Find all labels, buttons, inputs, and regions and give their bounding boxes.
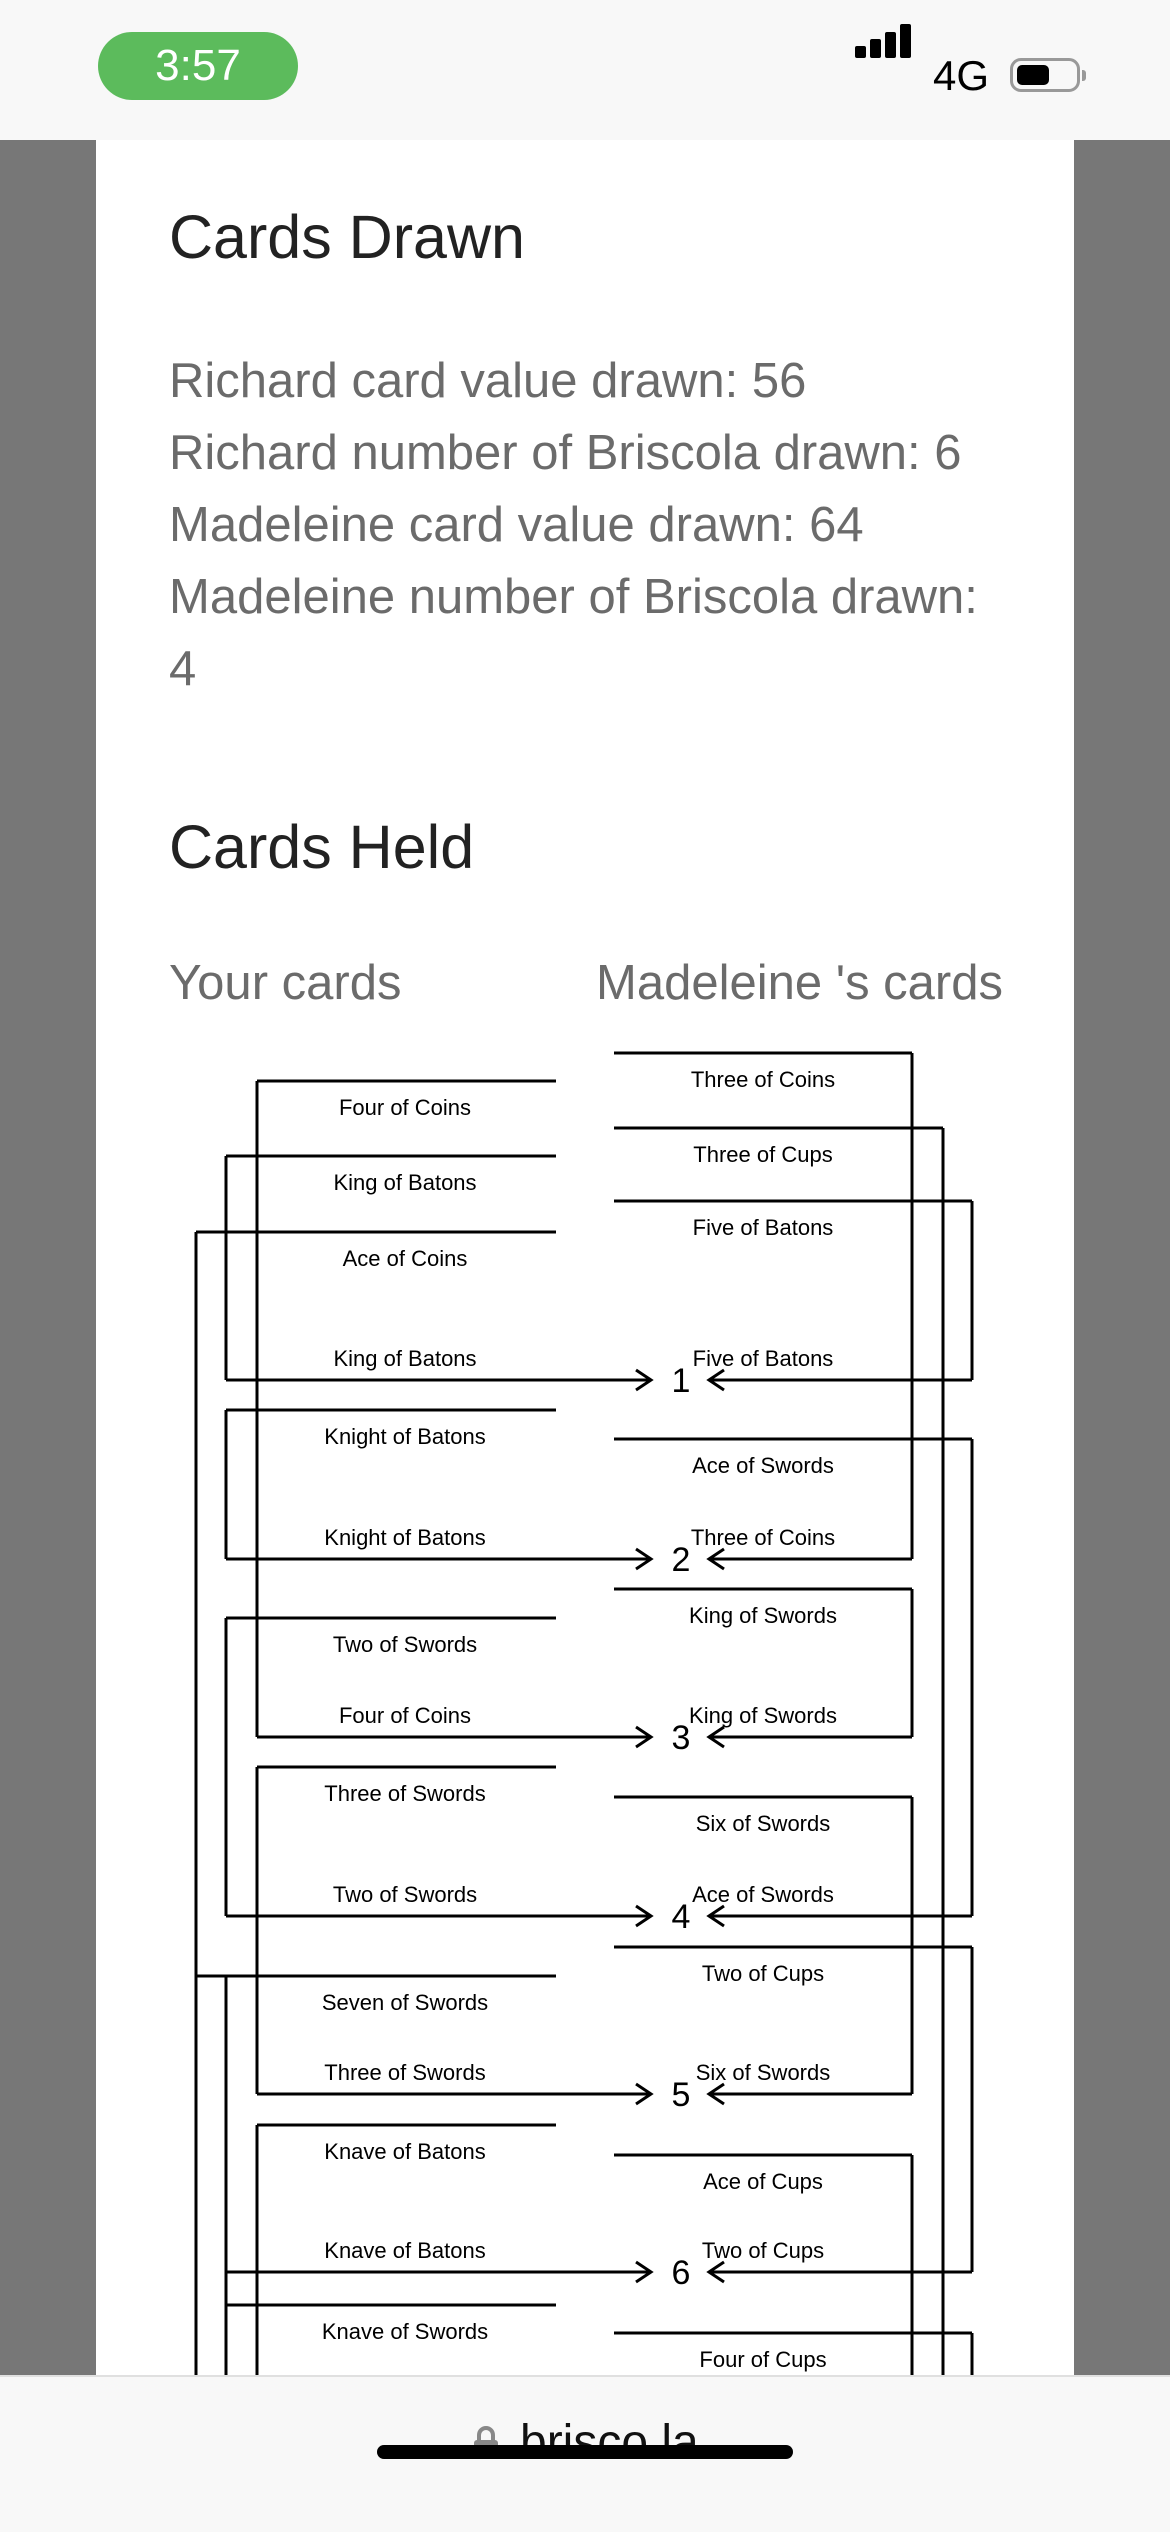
url-label[interactable]: brisco.la xyxy=(520,2416,699,2469)
page-content[interactable]: Cards Drawn Richard card value drawn: 56… xyxy=(96,140,1074,2375)
arrow-head xyxy=(635,2082,654,2106)
round-your-card: King of Batons xyxy=(333,1346,476,1371)
arrow-head xyxy=(706,1368,725,1392)
opponent-cards-label: Madeleine 's cards xyxy=(596,956,1004,1010)
round-your-card: Four of Coins xyxy=(339,1703,471,1728)
round-opponent-card: Two of Cups xyxy=(702,2238,824,2263)
round-opponent-card: Six of Swords xyxy=(696,2060,831,2085)
arrow-head xyxy=(706,1547,725,1571)
arrow-head xyxy=(635,1904,654,1928)
your-held-card: Four of Coins xyxy=(339,1095,471,1120)
cards-held-heading: Cards Held xyxy=(169,813,475,881)
your-held-card: Knave of Batons xyxy=(324,2139,485,2164)
home-indicator xyxy=(377,2445,793,2459)
round-number: 3 xyxy=(672,1719,691,1757)
your-held-card: Ace of Coins xyxy=(343,1246,468,1271)
status-time: 3:57 xyxy=(98,32,298,100)
arrow-head xyxy=(706,1725,725,1749)
your-held-card: Seven of Swords xyxy=(322,1990,488,2015)
arrow-head xyxy=(706,2082,725,2106)
your-cards-label: Your cards xyxy=(169,956,402,1010)
stat-line: Richard number of Briscola drawn: 6 xyxy=(169,426,962,480)
opponent-held-card: Four of Cups xyxy=(699,2347,826,2372)
drawn-stats: Richard card value drawn: 56 Richard num… xyxy=(169,345,999,705)
round-opponent-card: Five of Batons xyxy=(693,1346,834,1371)
round-opponent-card: Three of Coins xyxy=(691,1525,835,1550)
your-held-card: Three of Swords xyxy=(324,1781,485,1806)
your-held-card: King of Batons xyxy=(333,1170,476,1195)
arrow-head xyxy=(635,1725,654,1749)
round-number: 4 xyxy=(672,1898,691,1936)
network-type: 4G xyxy=(933,52,990,99)
stat-line: Richard card value drawn: 56 xyxy=(169,354,807,408)
round-number: 6 xyxy=(672,2254,691,2292)
round-your-card: Three of Swords xyxy=(324,2060,485,2085)
round-opponent-card: King of Swords xyxy=(689,1703,837,1728)
arrow-head xyxy=(706,2260,725,2284)
arrow-head xyxy=(706,1904,725,1928)
your-held-card: Knight of Batons xyxy=(324,1424,485,1449)
battery-icon xyxy=(1010,58,1086,92)
stat-line: 4 xyxy=(169,642,197,696)
round-your-card: Knight of Batons xyxy=(324,1525,485,1550)
opponent-held-card: Ace of Cups xyxy=(703,2169,823,2194)
round-number: 1 xyxy=(672,1362,691,1400)
stat-line: Madeleine card value drawn: 64 xyxy=(169,498,864,552)
opponent-held-card: King of Swords xyxy=(689,1603,837,1628)
round-number: 2 xyxy=(672,1541,691,1579)
opponent-held-card: Ace of Swords xyxy=(692,1453,834,1478)
your-held-card: Two of Swords xyxy=(333,1632,477,1657)
round-number: 5 xyxy=(672,2076,691,2114)
round-opponent-card: Ace of Swords xyxy=(692,1882,834,1907)
opponent-held-card: Six of Swords xyxy=(696,1811,831,1836)
stat-line: Madeleine number of Briscola drawn: xyxy=(169,570,978,624)
opponent-held-card: Five of Batons xyxy=(693,1215,834,1240)
cards-drawn-heading: Cards Drawn xyxy=(169,203,525,271)
round-your-card: Knave of Batons xyxy=(324,2238,485,2263)
arrow-head xyxy=(635,1547,654,1571)
opponent-held-card: Two of Cups xyxy=(702,1961,824,1986)
opponent-held-card: Three of Coins xyxy=(691,1067,835,1092)
status-bar: 3:57 4G xyxy=(0,0,1170,140)
your-held-card: Knave of Swords xyxy=(322,2319,488,2344)
round-your-card: Two of Swords xyxy=(333,1882,477,1907)
opponent-held-card: Three of Cups xyxy=(693,1142,832,1167)
arrow-head xyxy=(635,2260,654,2284)
arrow-head xyxy=(635,1368,654,1392)
